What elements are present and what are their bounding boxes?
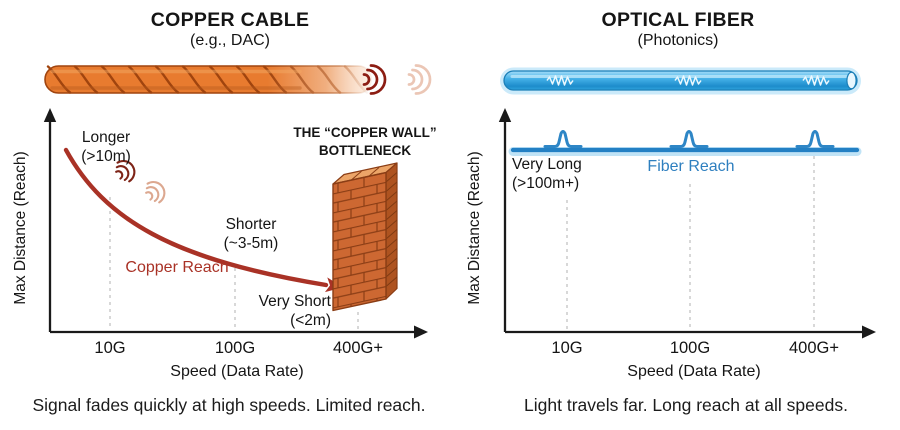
copper-title: COPPER CABLE bbox=[150, 9, 310, 31]
light-pulse-squiggle-icon bbox=[546, 75, 830, 86]
attenuation-waves-dark-icon bbox=[115, 160, 136, 183]
copper-reach-curve bbox=[63, 147, 329, 288]
copper-gridlines bbox=[109, 197, 359, 330]
annotation-longer: Longer (>10m) bbox=[81, 129, 131, 165]
x-axis-label-copper: Speed (Data Rate) bbox=[170, 363, 304, 380]
signal-waves-dark-icon bbox=[362, 64, 387, 95]
copper-wall-label: THE “COPPER WALL” BOTTLENECK bbox=[293, 124, 436, 160]
fiber-chart bbox=[498, 108, 876, 339]
copper-axes bbox=[48, 118, 418, 334]
cable-twists bbox=[46, 65, 369, 94]
copper-reach-label: Copper Reach bbox=[125, 259, 229, 276]
copper-chart bbox=[43, 108, 428, 339]
copper-caption: Signal fades quickly at high speeds. Lim… bbox=[32, 395, 426, 415]
tick-100g-fiber: 100G bbox=[669, 339, 711, 357]
tick-10g-fiber: 10G bbox=[551, 339, 583, 357]
x-axis-arrow-icon bbox=[862, 325, 876, 339]
attenuation-waves-faded-icon bbox=[145, 181, 166, 204]
fiber-caption: Light travels far. Long reach at all spe… bbox=[524, 395, 848, 415]
tick-400g-copper: 400G+ bbox=[333, 339, 383, 357]
y-axis-arrow-icon bbox=[43, 108, 57, 122]
annotation-very-long: Very Long (>100m+) bbox=[512, 156, 582, 192]
y-axis-arrow-icon bbox=[498, 108, 512, 122]
fiber-reach-label: Fiber Reach bbox=[647, 158, 735, 175]
tick-400g-fiber: 400G+ bbox=[789, 339, 839, 357]
tick-100g-copper: 100G bbox=[214, 339, 256, 357]
copper-wall-label-line2: BOTTLENECK bbox=[318, 142, 412, 158]
fiber-axes bbox=[503, 118, 866, 334]
fiber-gridlines bbox=[566, 156, 815, 330]
brick-wall bbox=[332, 162, 398, 312]
signal-waves-faded-icon bbox=[407, 64, 432, 95]
fiber-subtitle: (Photonics) bbox=[637, 32, 719, 49]
fiber-title: OPTICAL FIBER bbox=[601, 9, 755, 31]
y-axis-label-copper: Max Distance (Reach) bbox=[12, 151, 29, 305]
fiber-cable-illustration bbox=[500, 67, 861, 95]
copper-cable-illustration bbox=[44, 64, 432, 95]
x-axis-label-fiber: Speed (Data Rate) bbox=[627, 363, 761, 380]
annotation-very-short: Very Short (<2m) bbox=[258, 293, 331, 329]
fiber-end-cap bbox=[846, 71, 857, 90]
light-pulse-peak-icon bbox=[543, 130, 835, 148]
y-axis-label-fiber: Max Distance (Reach) bbox=[466, 151, 483, 305]
copper-wall-label-line1: THE “COPPER WALL” bbox=[293, 125, 437, 140]
annotation-shorter: Shorter (~3-5m) bbox=[223, 216, 279, 252]
x-axis-arrow-icon bbox=[414, 325, 428, 339]
copper-subtitle: (e.g., DAC) bbox=[189, 32, 271, 49]
tick-10g-copper: 10G bbox=[94, 339, 126, 357]
